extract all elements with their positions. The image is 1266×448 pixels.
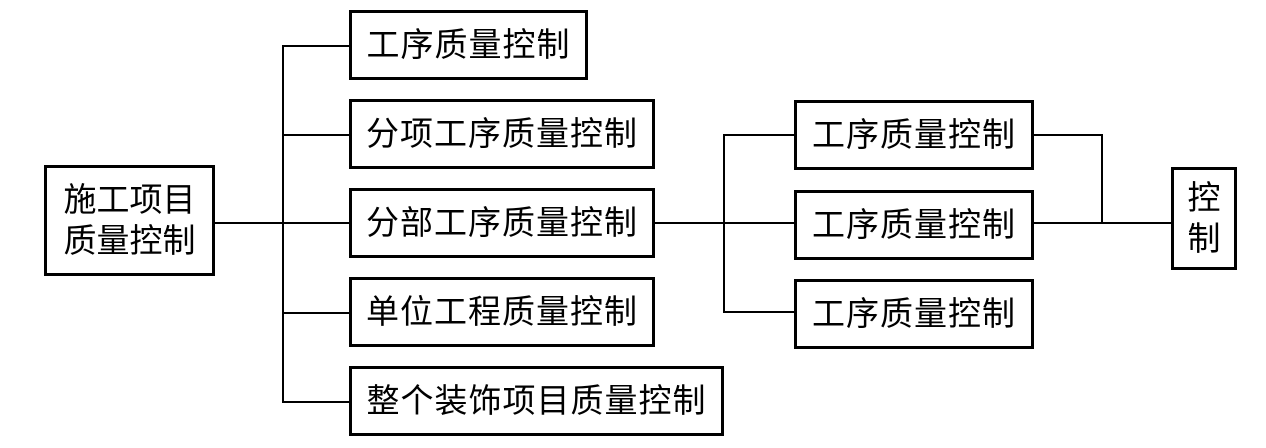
node-l1-1-label: 工序质量控制 [366,24,571,64]
node-l2-2-label: 工序质量控制 [812,204,1016,244]
edge-l2-2-out [1034,222,1171,224]
edge-level2-trunk [723,134,725,312]
edge-branch-l1-2 [282,134,349,136]
edge-branch-l2-1 [723,134,795,136]
node-l1-5-label: 整个装饰项目质量控制 [366,380,707,420]
node-root[interactable]: 施工项目 质量控制 [44,165,215,276]
node-l1-4[interactable]: 单位工程质量控制 [349,277,655,347]
edge-branch-l1-5 [282,401,349,403]
node-l2-2[interactable]: 工序质量控制 [794,190,1034,260]
node-l2-3-label: 工序质量控制 [812,293,1016,333]
node-l2-3[interactable]: 工序质量控制 [794,279,1034,349]
node-root-label: 施工项目 质量控制 [63,180,196,260]
edge-branch-l2-3 [723,311,795,313]
edge-l1-3-to-level2-trunk [655,222,795,224]
node-l2-1[interactable]: 工序质量控制 [794,100,1034,170]
node-l1-5[interactable]: 整个装饰项目质量控制 [349,366,724,436]
edge-branch-l1-1 [282,45,349,47]
node-l2-1-label: 工序质量控制 [812,114,1016,154]
node-l3-1-label: 控制 [1187,178,1221,258]
edge-level1-trunk [282,45,284,402]
node-l1-1[interactable]: 工序质量控制 [349,10,588,80]
edge-level3-merge-trunk [1101,134,1103,223]
edge-branch-l1-4 [282,312,349,314]
node-l3-1[interactable]: 控制 [1171,167,1237,270]
node-l1-3-label: 分部工序质量控制 [366,202,638,242]
node-l1-3[interactable]: 分部工序质量控制 [349,188,655,258]
node-l1-2[interactable]: 分项工序质量控制 [349,99,655,169]
edge-l2-1-out [1034,134,1103,136]
node-l1-2-label: 分项工序质量控制 [366,113,638,153]
node-l1-4-label: 单位工程质量控制 [366,291,638,331]
